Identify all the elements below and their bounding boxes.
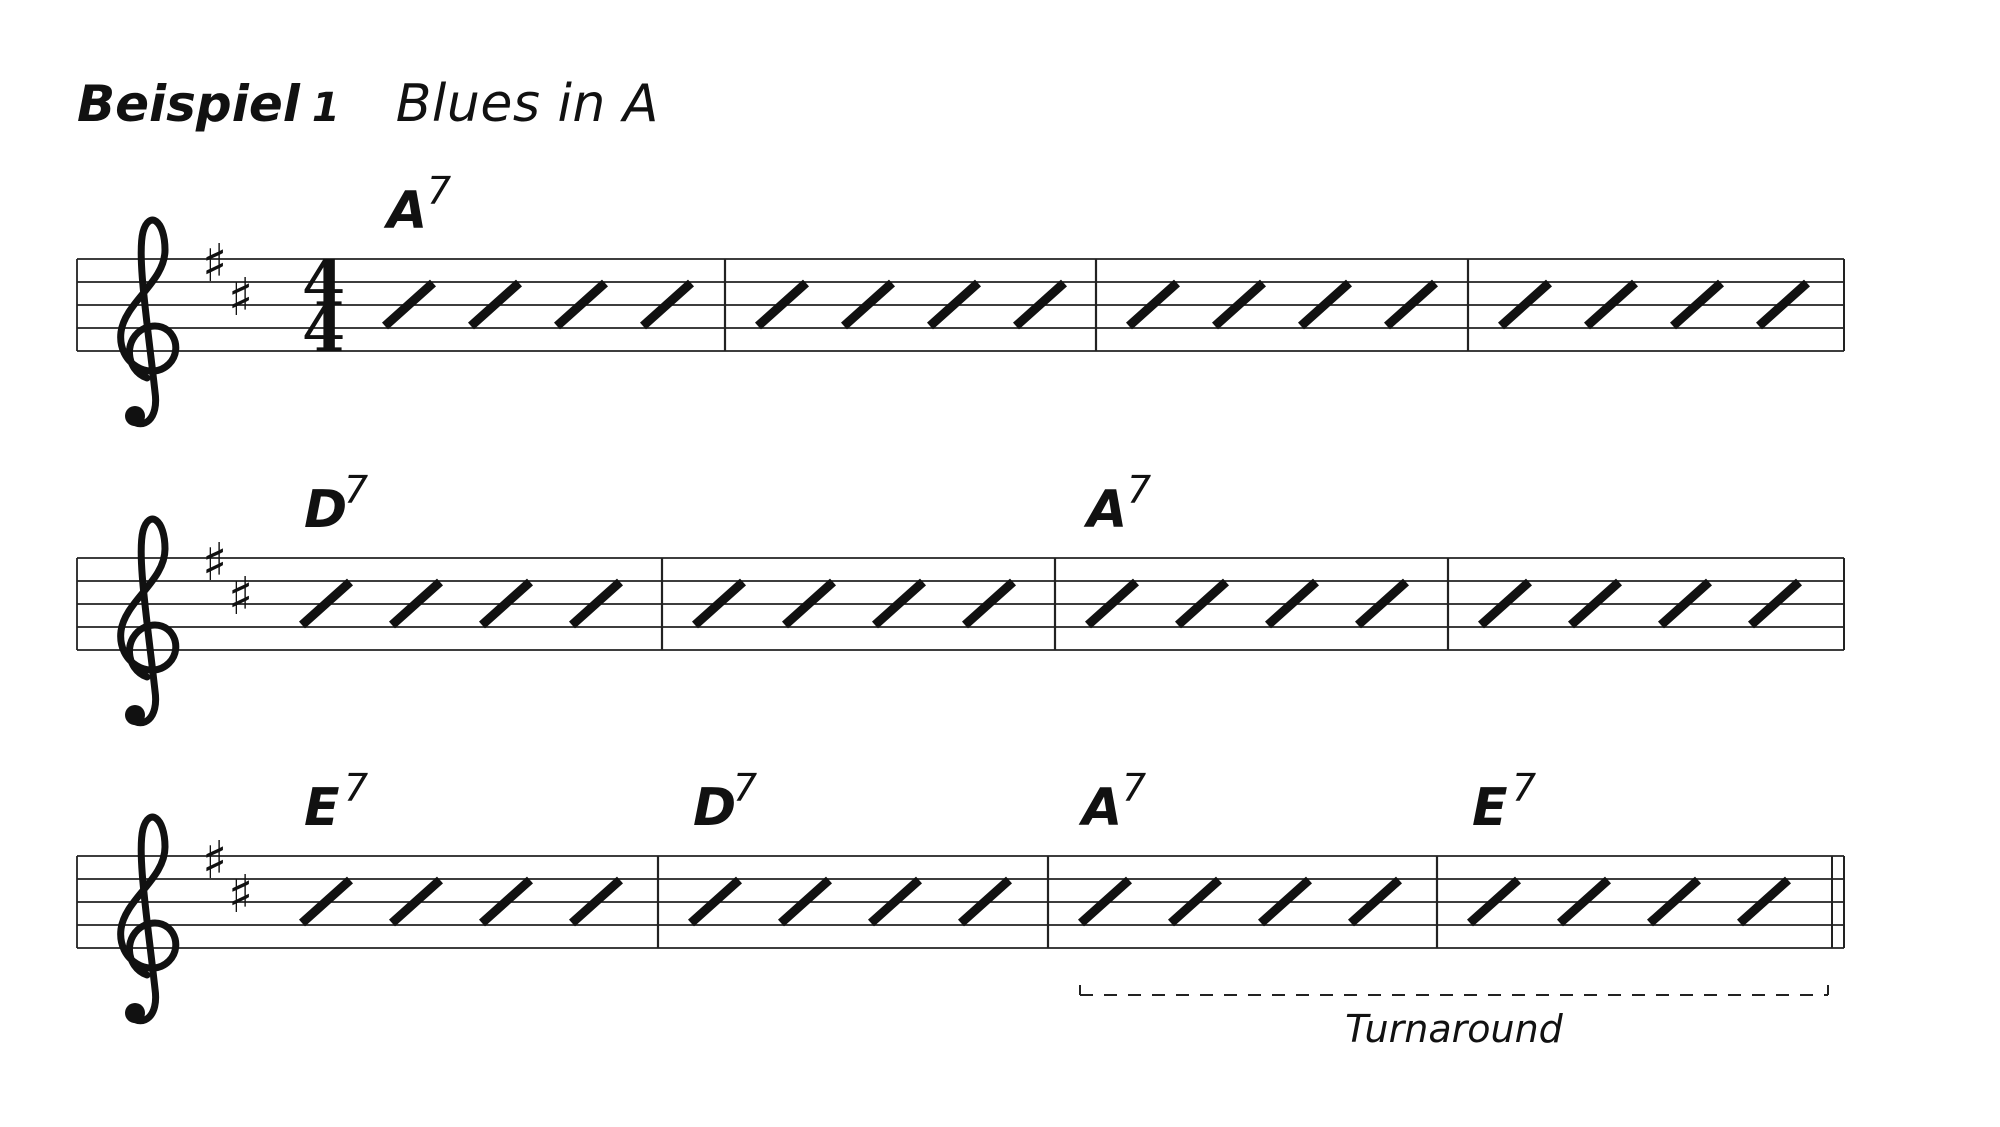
rhythm-slash [777,876,833,927]
rhythm-slash [1257,876,1313,927]
rhythm-slash [1747,578,1803,629]
rhythm-slash [568,876,624,927]
treble-clef-icon [117,813,180,1025]
sharp-sign: ♯ [202,234,227,294]
example-number: 1 [311,85,340,131]
chord-root: A [1078,778,1122,838]
rhythm-slash [840,279,896,330]
rhythm-slash [1736,876,1792,927]
rhythm-slash [1669,279,1725,330]
rhythm-slash [1567,578,1623,629]
chord-extension: 7 [1127,468,1151,512]
rhythm-slash [1354,578,1410,629]
rhythm-slash [1477,578,1533,629]
sharp-sign: ♯ [228,268,253,328]
rhythm-slash [926,279,982,330]
rhythm-slash [1755,279,1811,330]
rhythm-slash [298,578,354,629]
rhythm-slash [1264,578,1320,629]
rhythm-slash [961,578,1017,629]
example-label: Beispiel [77,75,300,133]
chord-root: E [304,778,340,838]
rhythm-slash [957,876,1013,927]
chord-extension: 7 [427,169,451,213]
rhythm-slash [1347,876,1403,927]
sharp-sign: ♯ [202,831,227,891]
sharp-sign: ♯ [228,567,253,627]
rhythm-slash [1646,876,1702,927]
rhythm-slash [1657,578,1713,629]
treble-clef-icon [117,216,180,428]
rhythm-slash [553,279,609,330]
rhythm-slash [1211,279,1267,330]
rhythm-slash [568,578,624,629]
treble-clef-icon [117,515,180,727]
rhythm-slash [1556,876,1612,927]
chord-root: E [1472,778,1508,838]
rhythm-slash [388,578,444,629]
rhythm-slash [1012,279,1068,330]
sharp-sign: ♯ [228,865,253,925]
rhythm-slash [467,279,523,330]
chord-root: A [1083,480,1127,540]
rhythm-slash [781,578,837,629]
example-subtitle: Blues in A [395,74,659,134]
rhythm-slash [478,876,534,927]
time-signature-numerator: 4 [302,247,345,320]
time-signature-denominator: 4 [302,293,345,366]
chord-root: A [383,181,427,241]
chord-extension: 7 [344,766,368,810]
rhythm-slash [1167,876,1223,927]
treble-clef-dot [125,1003,145,1023]
turnaround-label: Turnaround [1345,1007,1564,1051]
rhythm-slash [754,279,810,330]
rhythm-slash [867,876,923,927]
rhythm-slash [691,578,747,629]
treble-clef-dot [125,705,145,725]
rhythm-slash [478,578,534,629]
rhythm-slash [1084,578,1140,629]
treble-clef-dot [125,406,145,426]
rhythm-slash [687,876,743,927]
sharp-sign: ♯ [202,533,227,593]
chord-extension: 7 [733,766,757,810]
chord-extension: 7 [1512,766,1536,810]
rhythm-slash [1583,279,1639,330]
chord-extension: 7 [1122,766,1146,810]
rhythm-slash [1466,876,1522,927]
rhythm-slash [1297,279,1353,330]
rhythm-slash [1077,876,1133,927]
rhythm-slash [298,876,354,927]
chord-extension: 7 [344,468,368,512]
rhythm-slash [871,578,927,629]
rhythm-slash [1383,279,1439,330]
chord-root: D [304,480,347,540]
rhythm-slash [1125,279,1181,330]
rhythm-slash [381,279,437,330]
rhythm-slash [1174,578,1230,629]
chord-root: D [693,778,736,838]
rhythm-slash [639,279,695,330]
rhythm-slash [1497,279,1553,330]
rhythm-slash [388,876,444,927]
